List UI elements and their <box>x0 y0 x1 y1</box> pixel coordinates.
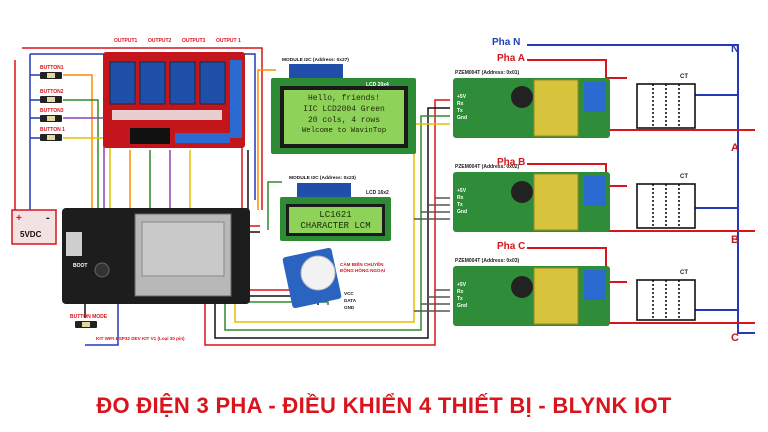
lcd2004-line-1: Hello, friends! <box>307 94 380 103</box>
lcd1602-name: LCD 16x2 <box>366 190 389 196</box>
power-supply <box>11 209 57 245</box>
lcd2004-line-2: IIC LCD2004 Green <box>303 105 385 114</box>
pzem-module-3 <box>453 266 610 326</box>
load-label-a: A <box>731 142 739 154</box>
button-3[interactable] <box>40 115 62 122</box>
phase-n-label: Pha N <box>492 37 521 48</box>
load-label-n: N <box>731 43 739 55</box>
diagram-title: ĐO ĐIỆN 3 PHA - ĐIỀU KHIỂN 4 THIẾT BỊ - … <box>96 393 672 418</box>
pzem-label-2: PZEM004T (Address: 0x02) <box>455 164 520 170</box>
pzem-3-pin-gnd: Gnd <box>457 303 467 309</box>
lcd2004-line-4: Welcome to WavinTop <box>301 127 387 135</box>
ct-label-3: CT <box>680 270 688 276</box>
load-label-c: C <box>731 332 739 344</box>
lcd2004-module-label: MODULE I2C (Address: 0x27) <box>282 58 349 63</box>
pzem-label-1: PZEM004T (Address: 0x01) <box>455 70 520 76</box>
ct-label-2: CT <box>680 174 688 180</box>
ct-label-1: CT <box>680 74 688 80</box>
pzem-2-pin-rx: Rx <box>457 195 464 201</box>
phase-a-label: Pha A <box>497 53 525 64</box>
ct-coil-2 <box>636 183 696 229</box>
power-minus-sign: - <box>46 212 50 224</box>
button-label-3: BUTTON3 <box>40 108 64 114</box>
lcd1602-line-2: CHARACTER LCM <box>300 221 371 231</box>
pzem-2-pin-gnd: Gnd <box>457 209 467 215</box>
lcd1602-line-1: LC1621 <box>319 210 352 220</box>
lcd-1602 <box>280 183 391 241</box>
pzem-label-3: PZEM004T (Address: 0x03) <box>455 258 520 264</box>
power-plus-sign: + <box>16 213 22 224</box>
relay-output-label-2: OUTPUT2 <box>148 38 172 44</box>
phase-b-label: Pha B <box>497 157 526 168</box>
power-supply-label: 5VDC <box>20 230 42 239</box>
button-label-4: BUTTON 1 <box>40 127 65 133</box>
pzem-2-pin-tx: Tx <box>457 202 463 208</box>
button-2[interactable] <box>40 96 62 103</box>
button-label-1: BUTTON1 <box>40 65 64 71</box>
esp32-board <box>62 208 250 304</box>
pzem-1-pin-5v: +5V <box>457 94 467 100</box>
pzem-module-1 <box>453 78 610 138</box>
button-label-2: BUTTON2 <box>40 89 64 95</box>
relay-output-label-4: OUTPUT 1 <box>216 38 241 44</box>
button-mode-label: BUTTON MODE <box>70 314 108 320</box>
ct-coil-1 <box>636 83 696 129</box>
relay-board <box>103 52 245 148</box>
pzem-3-pin-5v: +5V <box>457 282 467 288</box>
lcd2004-line-3: 20 cols, 4 rows <box>307 116 380 125</box>
button-4[interactable] <box>40 134 62 141</box>
signal-wires <box>14 47 450 346</box>
pzem-2-pin-5v: +5V <box>457 188 467 194</box>
pzem-1-pin-rx: Rx <box>457 101 464 107</box>
lcd-2004 <box>271 64 416 154</box>
pir-label: CẢM BIẾN CHUYỂN ĐỘNG HỒNG NGOẠI <box>340 262 386 273</box>
pzem-3-pin-tx: Tx <box>457 296 463 302</box>
pzem-3-pin-rx: Rx <box>457 289 464 295</box>
pzem-1-pin-gnd: Gnd <box>457 115 467 121</box>
lcd2004-name: LCD 20x4 <box>366 82 389 88</box>
lcd1602-module-label: MODULE I2C (Address: 0x23) <box>289 176 356 181</box>
button-mode[interactable] <box>75 321 97 328</box>
esp32-caption: KIT WIFI ESP32 DEV KIT V1 (Loại 30 pin) <box>96 336 185 341</box>
pir-pin-gnd: GND <box>344 305 355 310</box>
button-array <box>40 72 97 328</box>
pir-pin-data: DATA <box>344 298 357 303</box>
pzem-module-2 <box>453 172 610 232</box>
ct-coil-3 <box>636 279 696 321</box>
phase-c-label: Pha C <box>497 241 526 252</box>
load-label-b: B <box>731 234 739 246</box>
relay-output-label-1: OUTPUT1 <box>114 38 138 44</box>
relay-output-label-3: OUTPUT3 <box>182 38 206 44</box>
pir-sensor <box>282 247 342 309</box>
pzem-1-pin-tx: Tx <box>457 108 463 114</box>
button-1[interactable] <box>40 72 62 79</box>
pir-pin-vcc: VCC <box>344 291 354 296</box>
esp32-boot-label: BOOT <box>73 263 88 269</box>
